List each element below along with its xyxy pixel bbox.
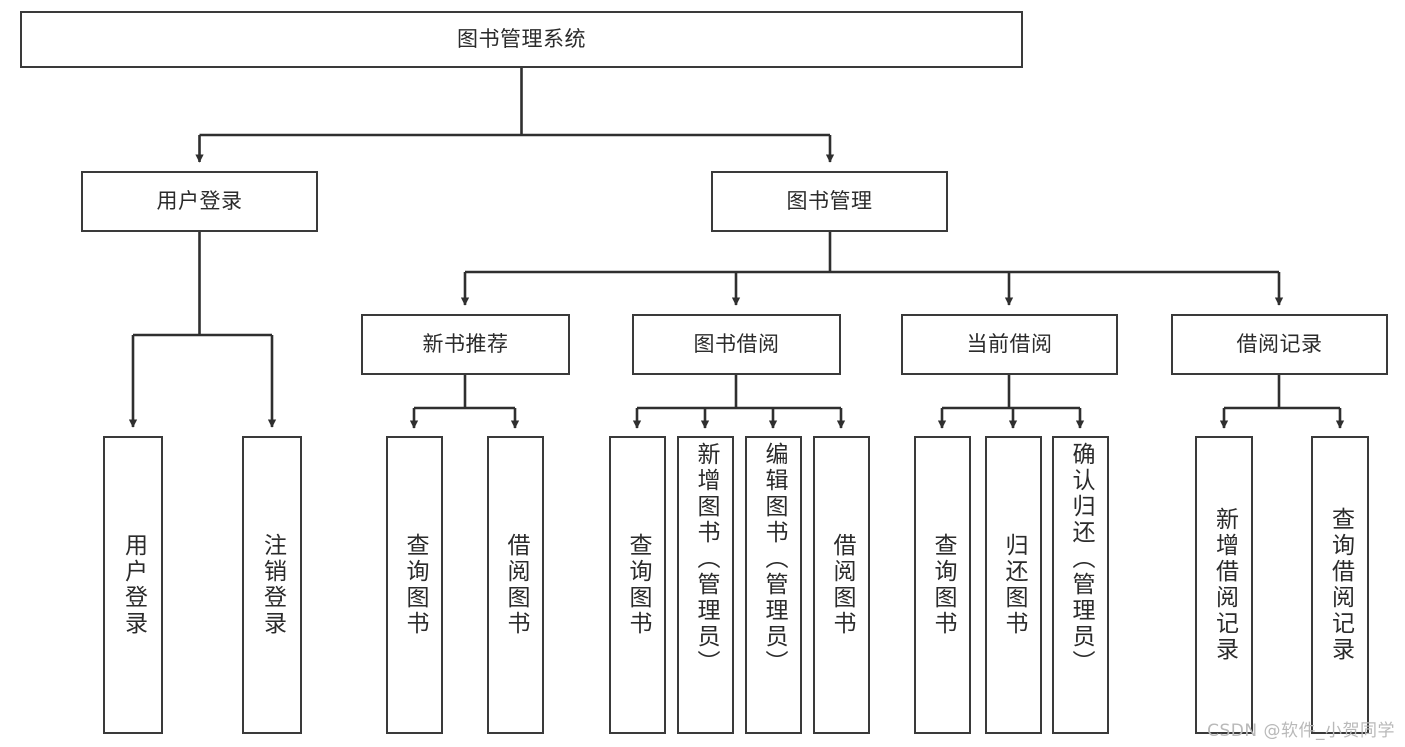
node-leaf-edit-book[interactable]: 编辑图书（管理员） [745, 436, 802, 734]
node-leaf-query-book-3[interactable]: 查询图书 [914, 436, 971, 734]
node-user-login[interactable]: 用户登录 [81, 171, 318, 232]
node-leaf-user-logout[interactable]: 注销登录 [242, 436, 302, 734]
node-user-login-label: 用户登录 [156, 188, 243, 213]
node-leaf-return-book[interactable]: 归还图书 [985, 436, 1042, 734]
node-leaf-confirm-return[interactable]: 确认归还（管理员） [1052, 436, 1109, 734]
node-leaf-query-record-label: 查询借阅记录 [1327, 507, 1354, 663]
node-new-book-rec-label: 新书推荐 [422, 331, 509, 356]
node-leaf-user-login[interactable]: 用户登录 [103, 436, 163, 734]
node-leaf-borrow-book-1[interactable]: 借阅图书 [487, 436, 544, 734]
node-book-borrow-label: 图书借阅 [693, 331, 780, 356]
node-leaf-user-login-label: 用户登录 [120, 533, 147, 637]
node-new-book-rec[interactable]: 新书推荐 [361, 314, 570, 375]
node-book-manage-label: 图书管理 [786, 188, 873, 213]
node-leaf-borrow-book-2-label: 借阅图书 [829, 533, 855, 637]
node-leaf-borrow-book-1-label: 借阅图书 [503, 533, 529, 637]
node-book-manage[interactable]: 图书管理 [711, 171, 948, 232]
node-leaf-return-book-label: 归还图书 [1001, 533, 1027, 637]
node-leaf-query-record[interactable]: 查询借阅记录 [1311, 436, 1369, 734]
node-root-label: 图书管理系统 [457, 26, 586, 51]
node-current-borrow[interactable]: 当前借阅 [901, 314, 1118, 375]
csdn-watermark: CSDN @软件_小贺同学 [1207, 721, 1395, 741]
node-leaf-query-book-1[interactable]: 查询图书 [386, 436, 443, 734]
node-leaf-add-book[interactable]: 新增图书（管理员） [677, 436, 734, 734]
node-book-borrow[interactable]: 图书借阅 [632, 314, 841, 375]
node-borrow-record-label: 借阅记录 [1236, 331, 1323, 356]
node-borrow-record[interactable]: 借阅记录 [1171, 314, 1388, 375]
node-leaf-borrow-book-2[interactable]: 借阅图书 [813, 436, 870, 734]
node-leaf-add-book-label: 新增图书（管理员） [693, 442, 719, 676]
node-leaf-query-book-3-label: 查询图书 [930, 533, 956, 637]
node-root[interactable]: 图书管理系统 [20, 11, 1023, 68]
node-leaf-edit-book-label: 编辑图书（管理员） [761, 442, 787, 676]
node-leaf-query-book-2[interactable]: 查询图书 [609, 436, 666, 734]
node-leaf-add-record-label: 新增借阅记录 [1211, 507, 1238, 663]
node-leaf-user-logout-label: 注销登录 [259, 533, 286, 637]
node-current-borrow-label: 当前借阅 [966, 331, 1053, 356]
node-leaf-query-book-1-label: 查询图书 [402, 533, 428, 637]
node-leaf-query-book-2-label: 查询图书 [625, 533, 651, 637]
node-leaf-add-record[interactable]: 新增借阅记录 [1195, 436, 1253, 734]
node-leaf-confirm-return-label: 确认归还（管理员） [1068, 442, 1094, 676]
